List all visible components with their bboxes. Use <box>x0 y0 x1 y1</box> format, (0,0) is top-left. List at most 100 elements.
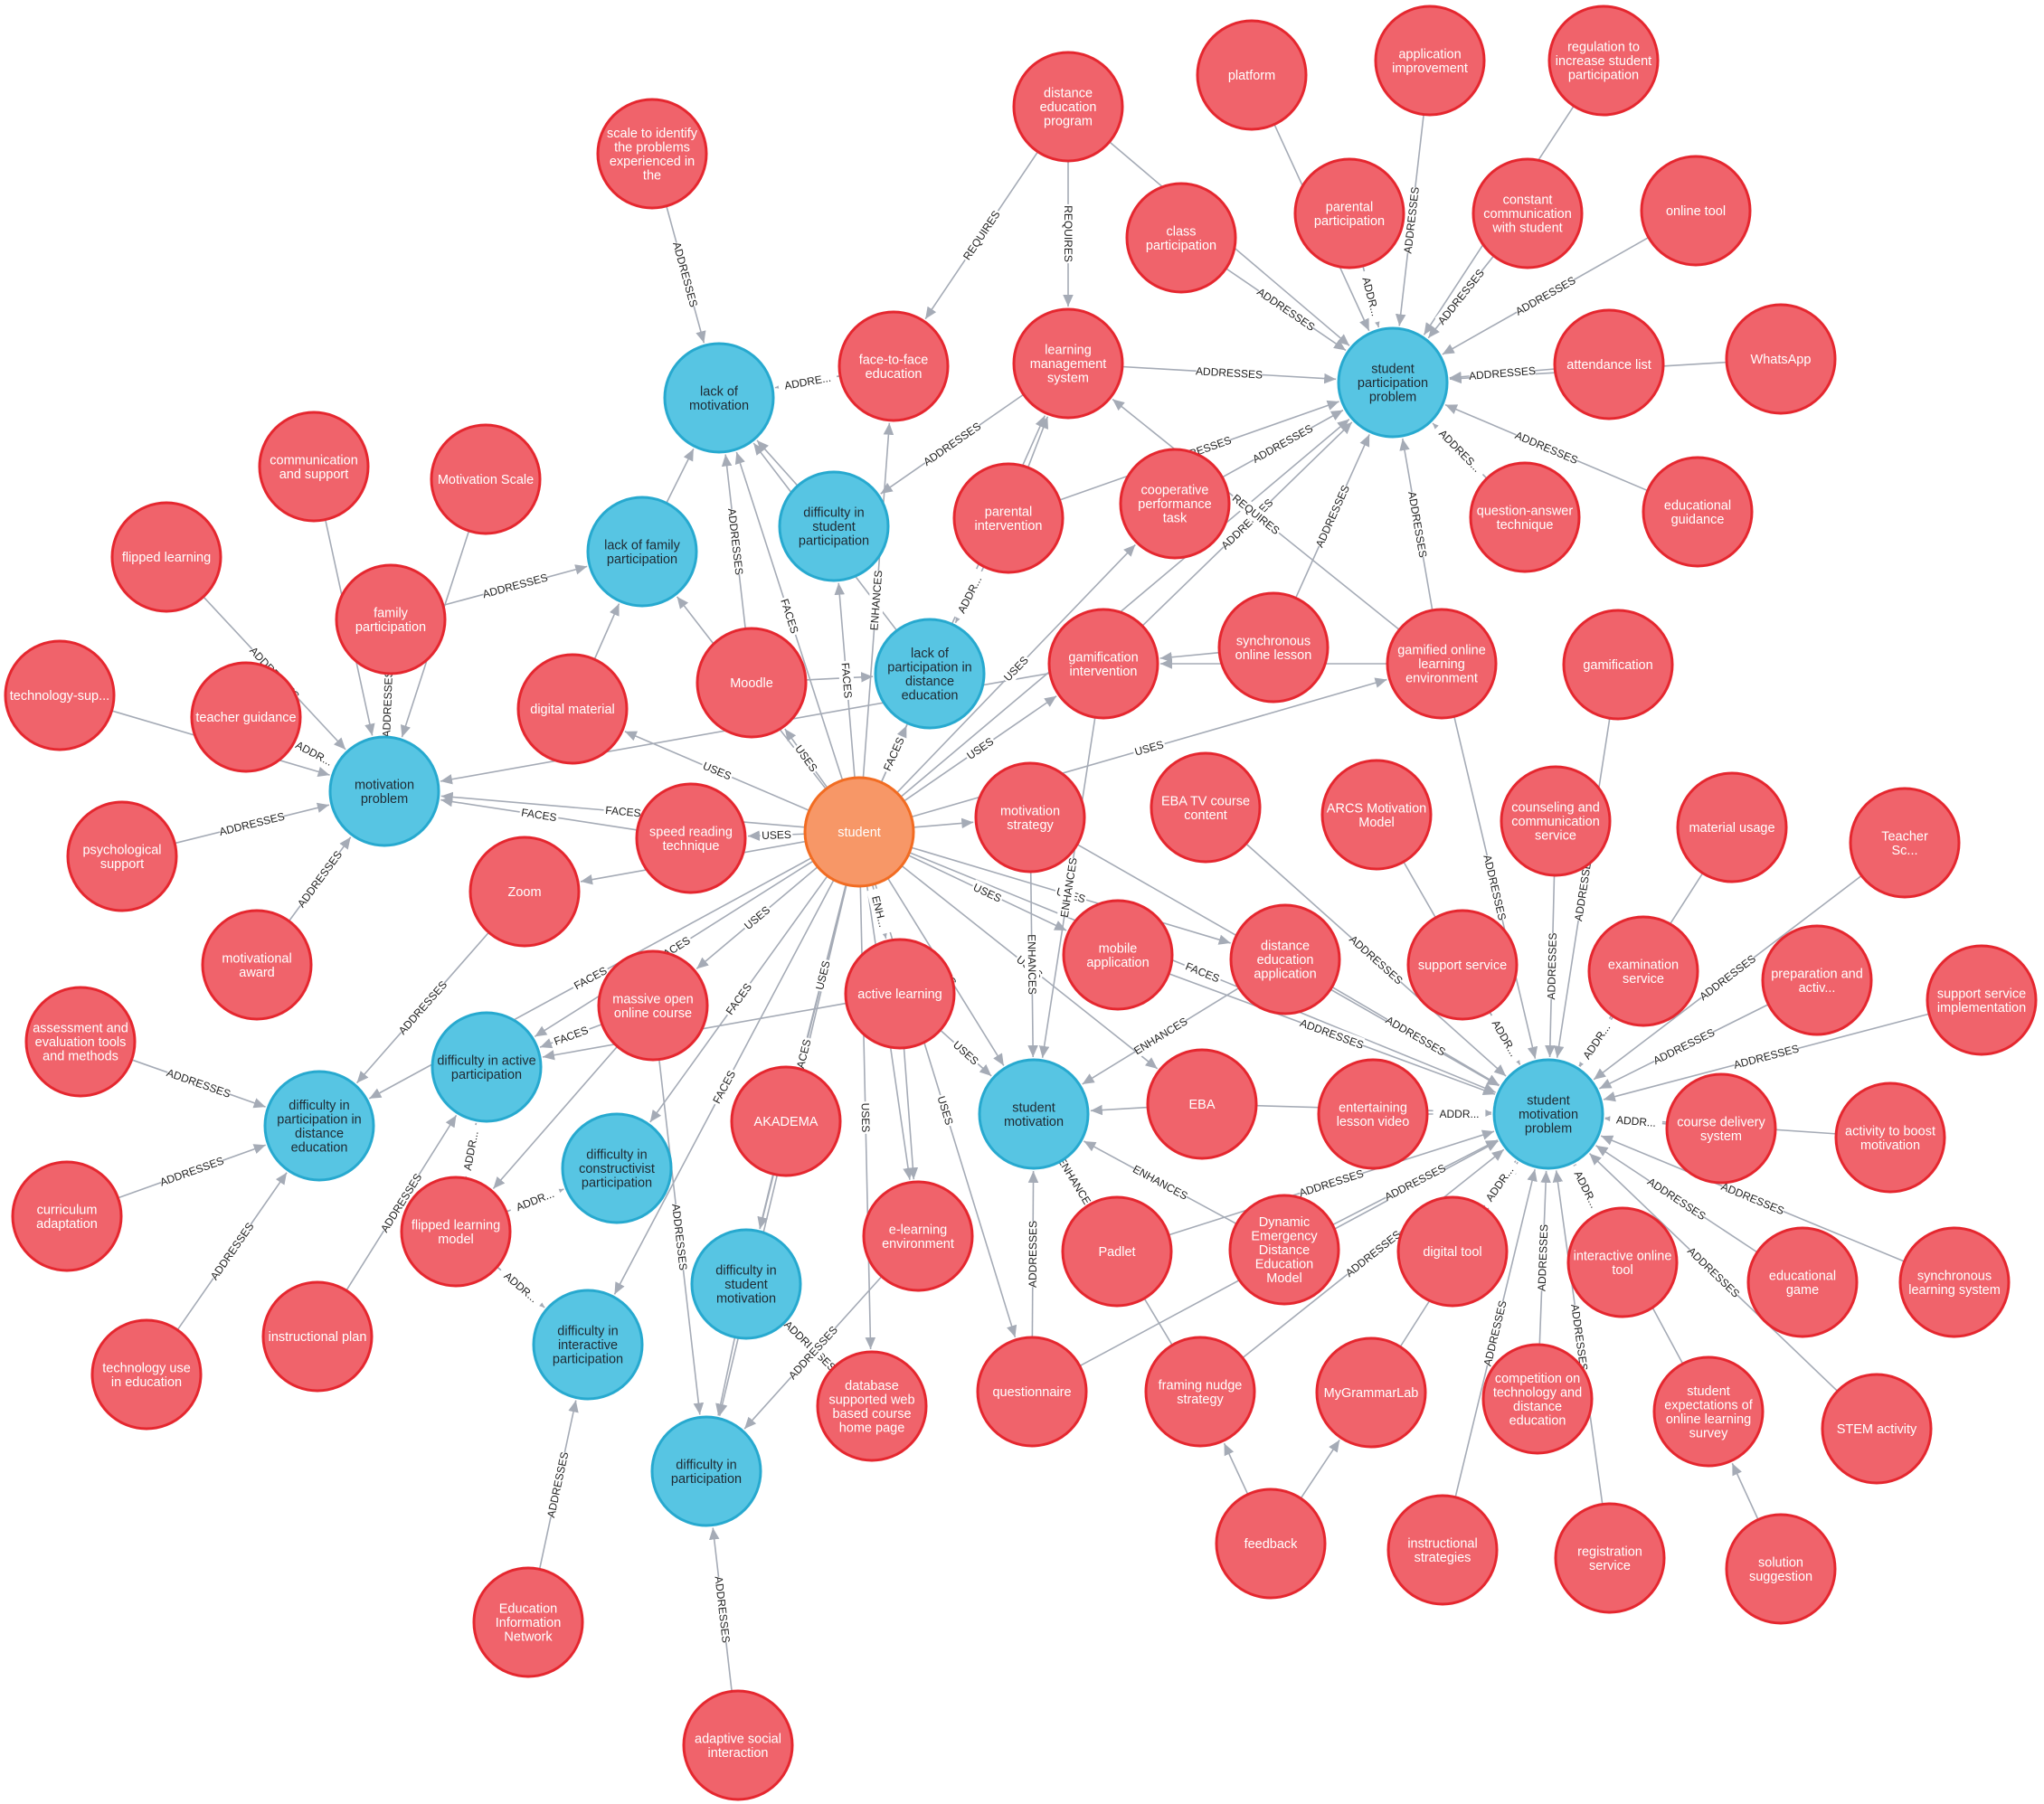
node-circle[interactable] <box>682 1689 794 1801</box>
node-attendance[interactable]: attendance list <box>1553 308 1665 420</box>
node-circle[interactable] <box>1320 759 1433 871</box>
node-circle[interactable] <box>690 1228 802 1340</box>
node-circle[interactable] <box>696 627 808 739</box>
node-circle[interactable] <box>1821 1373 1933 1485</box>
node-questionnaire[interactable]: questionnaire <box>976 1336 1088 1448</box>
node-circle[interactable] <box>1500 765 1612 877</box>
node-tech-support[interactable]: technology-sup... <box>4 639 116 751</box>
node-circle[interactable] <box>1144 1336 1256 1448</box>
node-circle[interactable] <box>1150 751 1262 864</box>
node-flipped-learning[interactable]: flipped learning <box>110 501 222 613</box>
node-circle[interactable] <box>1725 303 1837 415</box>
node-circle[interactable] <box>862 1180 974 1292</box>
node-online-tool[interactable]: online tool <box>1640 155 1752 267</box>
node-circle[interactable] <box>431 1011 543 1123</box>
node-support-service[interactable]: support service <box>1406 909 1519 1021</box>
node-circle[interactable] <box>1061 1195 1173 1308</box>
node-moodle[interactable]: Moodle <box>696 627 808 739</box>
node-circle[interactable] <box>532 1289 644 1401</box>
node-akadema[interactable]: AKADEMA <box>730 1065 842 1177</box>
node-circle[interactable] <box>952 462 1065 574</box>
node-circle[interactable] <box>844 938 956 1050</box>
node-circle[interactable] <box>1196 19 1308 131</box>
node-circle[interactable] <box>1047 608 1159 720</box>
node-circle[interactable] <box>663 342 775 454</box>
node-circle[interactable] <box>1012 51 1124 163</box>
node-circle[interactable] <box>1337 326 1449 439</box>
node-circle[interactable] <box>1642 456 1754 568</box>
edge-mooc-to-flipped_model[interactable] <box>492 1045 619 1190</box>
node-eba[interactable]: EBA <box>1146 1048 1258 1160</box>
node-circle[interactable] <box>1554 1502 1666 1614</box>
edge-akadema-to-diff_student_motivation[interactable] <box>757 1174 774 1229</box>
node-circle[interactable] <box>1834 1081 1946 1194</box>
node-circle[interactable] <box>1725 1513 1837 1625</box>
node-stem[interactable]: STEM activity <box>1821 1373 1933 1485</box>
node-circle[interactable] <box>978 1058 1090 1170</box>
node-circle[interactable] <box>430 423 542 535</box>
node-circle[interactable] <box>1217 591 1330 704</box>
node-circle[interactable] <box>1012 307 1124 420</box>
edge-feedback-to-mygrammarlab[interactable] <box>1300 1440 1340 1499</box>
node-padlet[interactable]: Padlet <box>1061 1195 1173 1308</box>
node-circle[interactable] <box>328 735 440 847</box>
node-circle[interactable] <box>1652 1355 1765 1468</box>
node-circle[interactable] <box>335 563 447 675</box>
node-circle[interactable] <box>1406 909 1519 1021</box>
node-instructional-plan[interactable]: instructional plan <box>261 1280 374 1393</box>
node-circle[interactable] <box>803 776 915 888</box>
node-circle[interactable] <box>1317 1058 1429 1170</box>
edge-feedback-to-framing_nudge[interactable] <box>1223 1442 1249 1495</box>
node-circle[interactable] <box>1640 155 1752 267</box>
node-circle[interactable] <box>635 782 747 894</box>
edge-active_learning-to-elearning_env[interactable] <box>903 1047 919 1180</box>
node-whatsapp[interactable]: WhatsApp <box>1725 303 1837 415</box>
node-circle[interactable] <box>778 470 890 582</box>
node-circle[interactable] <box>261 1280 374 1393</box>
node-prep-activ[interactable]: preparation andactiv... <box>1761 924 1873 1036</box>
node-circle[interactable] <box>1315 1336 1427 1449</box>
node-circle[interactable] <box>66 800 178 912</box>
node-circle[interactable] <box>730 1065 842 1177</box>
node-circle[interactable] <box>1898 1226 2011 1338</box>
node-teacher-sc[interactable]: TeacherSc... <box>1849 787 1961 899</box>
node-circle[interactable] <box>974 761 1086 874</box>
node-circle[interactable] <box>468 836 581 948</box>
node-active-learning[interactable]: active learning <box>844 938 956 1050</box>
node-circle[interactable] <box>11 1160 123 1272</box>
node-circle[interactable] <box>1469 461 1581 573</box>
